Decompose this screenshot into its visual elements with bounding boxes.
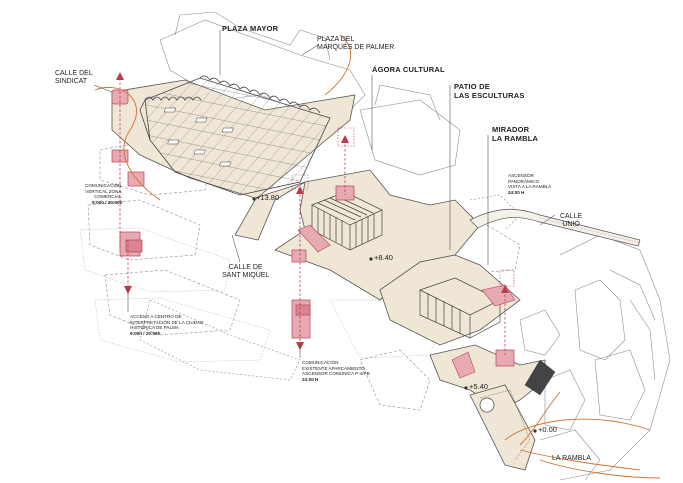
label-acceso-centro-hours: 9:00h / 20:00h: [130, 331, 161, 336]
level-5-40: +5.40: [469, 382, 488, 391]
label-com-vertical-hours: 9:00h / 20:00h: [92, 200, 123, 205]
orange-paths: [94, 34, 661, 479]
label-calle-unio: CALLE UNIÓ: [560, 213, 583, 229]
plaza-mayor-platform: [111, 75, 356, 241]
elevator-boxes: [291, 127, 515, 287]
label-com-aparcamiento-hours: 24:00 H: [302, 377, 319, 382]
label-plaza-mayor: PLAZA MAYOR: [222, 24, 279, 33]
label-plaza-marques: PLAZA DEL MARQUÉS DE PALMER: [317, 36, 395, 52]
leader-lines: [93, 30, 556, 358]
label-agora-cultural: ÁGORA CULTURAL: [372, 65, 445, 74]
ramp-calle-unio: [469, 208, 641, 247]
level-13-80: +13.80: [256, 193, 280, 202]
label-com-aparcamiento: COMUNICACIÓN EXISTENTE APARCAMIENTO ASCE…: [302, 360, 370, 377]
context-buildings: [87, 11, 671, 481]
label-ascensor-panoramico: ASCENSOR PANORÁMICO VISTA A LA RAMBLA: [508, 173, 552, 190]
label-patio-esculturas: PATIO DE LAS ESCULTURAS: [454, 82, 525, 100]
label-acceso-centro: ACCESO A CENTRO DE INTERPRETACIÓN DE LA …: [130, 314, 204, 331]
level-8-40: +8.40: [374, 253, 393, 262]
label-com-vertical: COMUNICACIÓN VERTICAL ZONA COMERCIAL: [85, 183, 122, 200]
label-la-rambla: LA RAMBLA: [552, 455, 591, 462]
label-mirador-rambla: MIRADOR LA RAMBLA: [492, 125, 539, 143]
level-markers: [252, 197, 537, 433]
level-0-00: +0.00: [538, 425, 557, 434]
vertical-arrows: [119, 78, 506, 355]
vertical-cores: [111, 89, 515, 367]
label-ascensor-hours: 24:00 H: [508, 190, 525, 195]
rambla-access: [429, 344, 556, 471]
label-calle-sant-miquel: CALLE DE SANT MIQUEL: [222, 264, 270, 280]
label-calle-sindicat: CALLE DEL SINDICAT: [55, 70, 93, 86]
